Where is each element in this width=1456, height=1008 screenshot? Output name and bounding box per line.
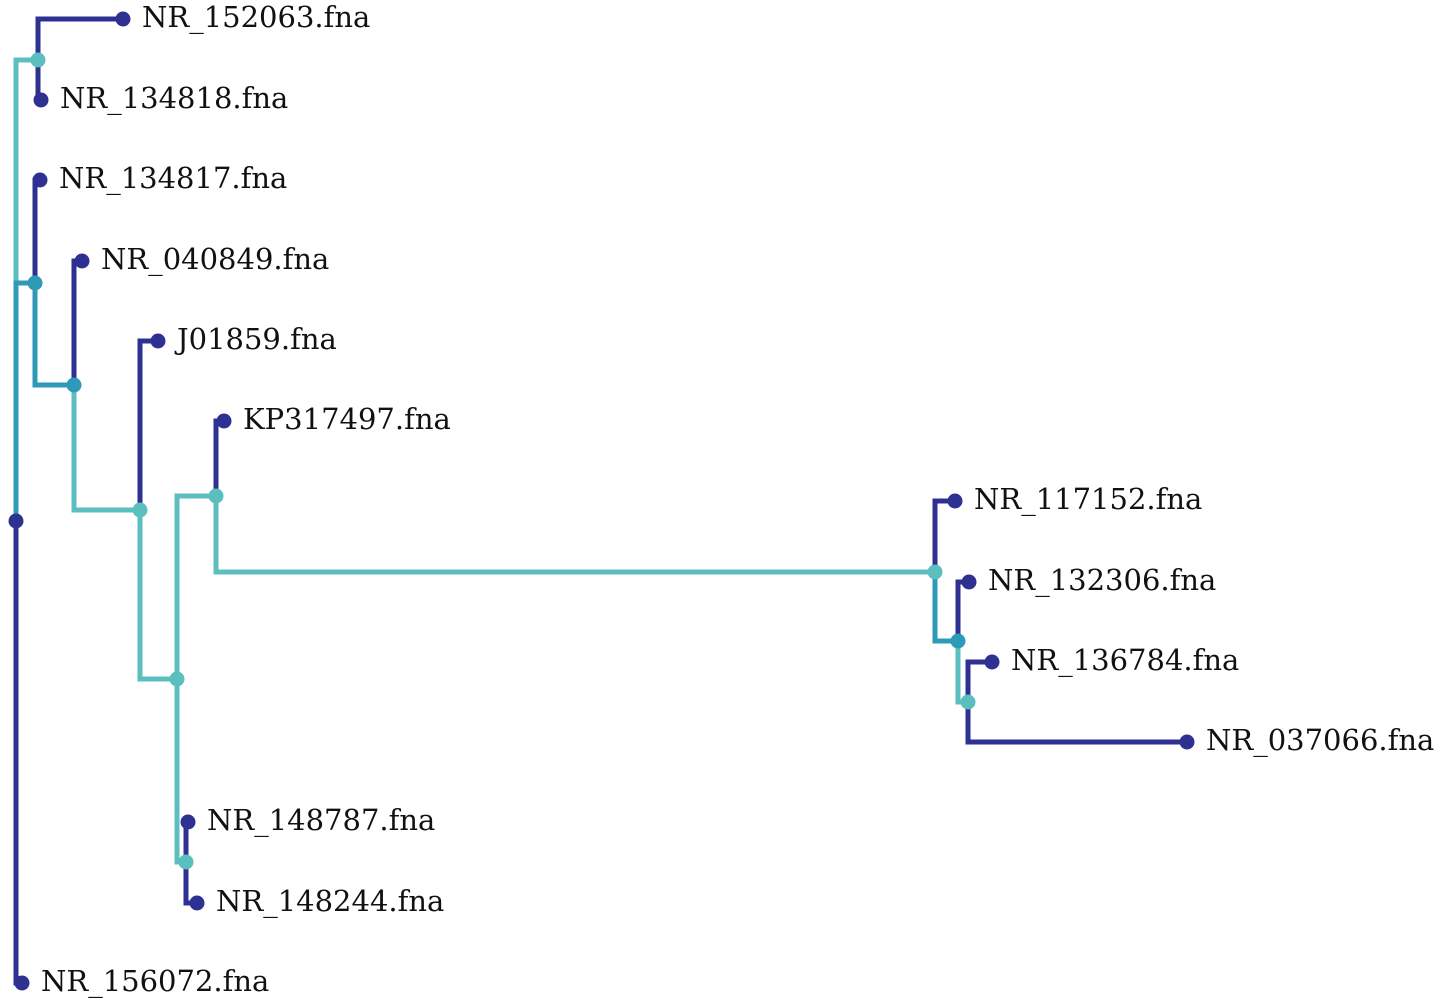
internal-node-root [8, 513, 24, 529]
branch-n6-t6 [213, 418, 224, 496]
tip-node-t2 [33, 92, 49, 108]
internal-node-n4 [132, 502, 148, 518]
branch-n3-t4 [71, 258, 82, 385]
tip-label-KP317497: KP317497.fna [243, 402, 451, 436]
internal-node-n5 [169, 671, 185, 687]
tip-node-t11 [180, 814, 196, 830]
branch-n7-n8 [932, 572, 958, 644]
tip-label-J01859: J01859.fna [174, 322, 337, 356]
tip-label-NR_136784: NR_136784.fna [1011, 643, 1239, 678]
tip-node-t6 [216, 413, 232, 429]
branch-n2-n3 [32, 283, 74, 388]
internal-node-n6 [208, 488, 224, 504]
tip-label-NR_148244: NR_148244.fna [216, 884, 444, 919]
internal-node-n9 [960, 694, 976, 710]
tip-node-t13 [14, 975, 30, 991]
branch-n3-n4 [71, 385, 140, 513]
branch-n1-t1 [35, 16, 123, 60]
branch-n5-n6 [174, 493, 216, 679]
tree-nodes [8, 11, 1195, 991]
branch-n9-t10 [965, 702, 1187, 745]
tip-label-NR_134817: NR_134817.fna [59, 161, 287, 196]
branch-n4-t5 [137, 338, 158, 510]
tip-node-t4 [74, 253, 90, 269]
tip-node-t9 [984, 654, 1000, 670]
tip-node-t3 [32, 172, 48, 188]
tip-label-NR_117152: NR_117152.fna [974, 482, 1202, 517]
tip-label-NR_132306: NR_132306.fna [988, 563, 1216, 598]
tip-node-t5 [150, 333, 166, 349]
branch-n6-n7 [213, 496, 935, 575]
tip-label-NR_152063: NR_152063.fna [142, 0, 370, 35]
branch-n8-t8 [955, 579, 969, 641]
tip-label-NR_037066: NR_037066.fna [1206, 723, 1434, 758]
tip-node-t7 [947, 493, 963, 509]
tip-node-t8 [961, 574, 977, 590]
branch-root-n2 [13, 280, 35, 521]
internal-node-n10 [178, 854, 194, 870]
tip-node-t1 [115, 11, 131, 27]
branch-n4-n5 [137, 510, 177, 682]
branch-n2-t3 [32, 177, 40, 283]
internal-node-n3 [66, 377, 82, 393]
internal-node-n7 [927, 564, 943, 580]
internal-node-n2 [27, 275, 43, 291]
branch-n7-t7 [932, 498, 955, 572]
tip-label-NR_134818: NR_134818.fna [60, 81, 288, 116]
branch-root-t13 [13, 521, 22, 986]
tip-node-t12 [189, 895, 205, 911]
tip-label-NR_040849: NR_040849.fna [101, 242, 329, 277]
internal-node-n1 [30, 52, 46, 68]
branch-n9-t9 [965, 659, 992, 702]
tip-label-NR_156072: NR_156072.fna [41, 964, 269, 999]
internal-node-n8 [950, 633, 966, 649]
tip-node-t10 [1179, 734, 1195, 750]
tip-label-NR_148787: NR_148787.fna [207, 803, 435, 838]
tip-labels: NR_152063.fna NR_134818.fna NR_134817.fn… [41, 0, 1434, 999]
